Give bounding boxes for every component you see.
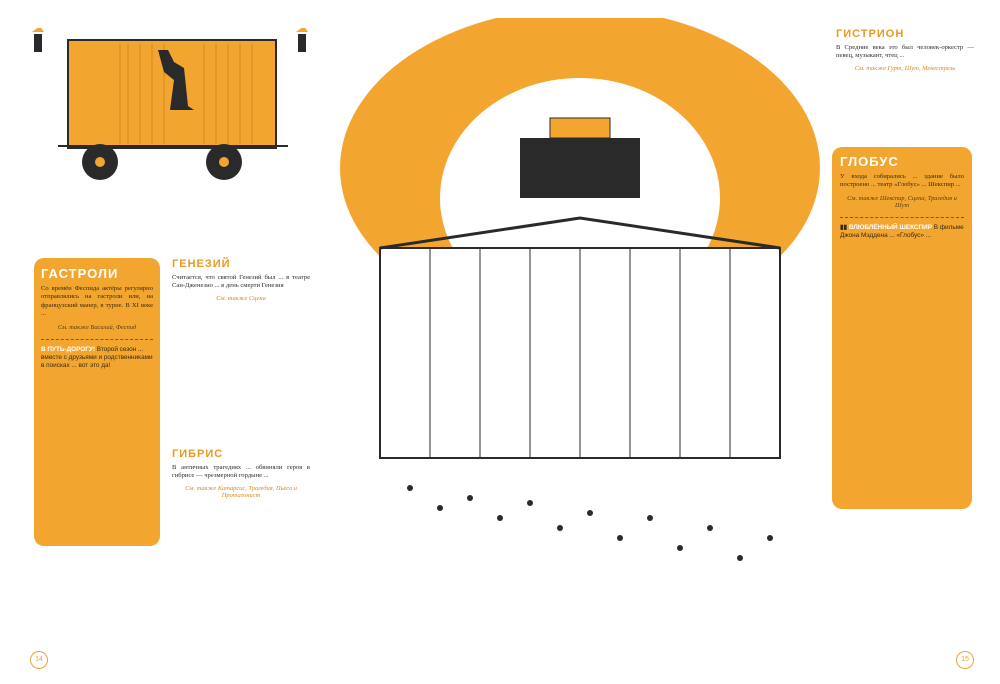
aside-tag: ВЛЮБЛЁННЫЙ ШЕКСПИР bbox=[848, 223, 932, 231]
entry-gibris: ГИБРИС В античных трагедиях ... обвиняли… bbox=[172, 448, 310, 499]
entry-title: ГАСТРОЛИ bbox=[41, 266, 119, 281]
see-also: См. также Шекспир, Сцена, Трагедия и Шут bbox=[847, 194, 957, 209]
entry-gistrion: ГИСТРИОН В Средние века это был человек-… bbox=[836, 28, 974, 72]
entry-body: У входа собирались ... здание было постр… bbox=[840, 173, 964, 189]
aside-text: В фильме Джона Мэддена ... «Глобус» ... bbox=[840, 223, 964, 240]
aside-note: ▮▮ ВЛЮБЛЁННЫЙ ШЕКСПИР В фильме Джона Мэд… bbox=[840, 224, 964, 240]
aside-tag: В ПУТЬ-ДОРОГУ! bbox=[41, 345, 95, 353]
film-icon: ▮▮ bbox=[840, 223, 848, 231]
entry-title: ГИСТРИОН bbox=[836, 28, 905, 40]
page-number-right: 15 bbox=[956, 651, 974, 669]
entry-body: В Средние века это был человек-оркестр —… bbox=[836, 44, 974, 60]
see-also: См. также Василий, Феспид bbox=[57, 323, 137, 331]
entry-body: В античных трагедиях ... обвиняли героя … bbox=[172, 464, 310, 480]
see-also: См. также Сцена bbox=[216, 294, 266, 302]
entry-title: ГЕНЕЗИЙ bbox=[172, 258, 231, 270]
wagon-illustration bbox=[32, 28, 308, 180]
sidebar-box-gastroli: ГАСТРОЛИ Со времён Феспида актёры регуля… bbox=[34, 258, 160, 546]
sidebar-box-globus: ГЛОБУС У входа собирались ... здание был… bbox=[832, 147, 972, 509]
see-also: См. также Гурт, Шут, Менестрель bbox=[854, 64, 956, 72]
entry-title: ГЛОБУС bbox=[840, 154, 899, 169]
entry-body: Считается, что святой Генезий был ... в … bbox=[172, 274, 310, 290]
divider bbox=[840, 216, 964, 218]
page-number-left: 14 bbox=[30, 651, 48, 669]
aside-note: В ПУТЬ-ДОРОГУ! Второй сезон ... вместе с… bbox=[41, 346, 153, 371]
entry-body: Со времён Феспида актёры регулярно отпра… bbox=[41, 285, 153, 318]
entry-title: ГИБРИС bbox=[172, 448, 224, 460]
see-also: См. также Катарсис, Трагедия, Пьеса и Пр… bbox=[185, 484, 297, 499]
divider bbox=[41, 338, 153, 340]
entry-genezy: ГЕНЕЗИЙ Считается, что святой Генезий бы… bbox=[172, 258, 310, 302]
aside-text: Второй сезон ... вместе с друзьями и род… bbox=[41, 345, 153, 370]
globe-theatre-illustration bbox=[340, 18, 820, 561]
